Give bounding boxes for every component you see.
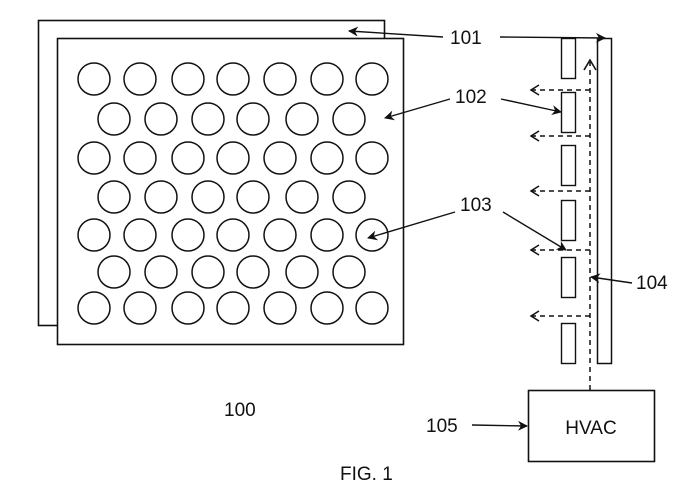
airflow-arrowhead <box>529 244 540 256</box>
callout-101: 101 <box>450 28 482 49</box>
circle-array <box>77 62 389 325</box>
hole-circle <box>191 180 225 214</box>
hole-circle <box>216 141 250 175</box>
vent-slot <box>560 322 577 365</box>
leader-103-right <box>502 211 567 251</box>
leader-105 <box>471 420 528 431</box>
leader-101-left <box>348 26 444 38</box>
system-label-100: 100 <box>224 400 256 421</box>
hvac-label: HVAC <box>565 418 616 439</box>
hole-circle <box>123 291 157 325</box>
hole-circle <box>263 291 297 325</box>
hole-circle <box>123 62 157 96</box>
hole-circle <box>97 102 131 136</box>
vent-slot <box>560 199 577 242</box>
vent-slot <box>560 256 577 299</box>
hole-circle <box>236 255 270 289</box>
airflow-arrows <box>529 84 590 322</box>
hole-circle <box>285 255 319 289</box>
leader-102-left <box>384 98 451 121</box>
hole-circle <box>263 141 297 175</box>
vent-slot <box>560 144 577 187</box>
hole-circle <box>332 255 366 289</box>
hole-circle <box>355 218 389 252</box>
hole-circle <box>310 291 344 325</box>
callout-103: 103 <box>460 195 492 216</box>
hole-circle <box>171 62 205 96</box>
hole-circle <box>285 102 319 136</box>
figure-caption: FIG. 1 <box>340 464 393 485</box>
hole-circle <box>236 102 270 136</box>
callout-104: 104 <box>636 273 668 294</box>
hole-circle <box>236 180 270 214</box>
hole-circle <box>77 291 111 325</box>
hole-circle <box>355 62 389 96</box>
leader-104 <box>590 273 633 284</box>
vent-slots <box>560 37 577 365</box>
hole-circle <box>263 62 297 96</box>
hole-circle <box>216 291 250 325</box>
hole-circle <box>77 218 111 252</box>
hole-circle <box>123 141 157 175</box>
hole-circle <box>144 255 178 289</box>
vent-slot <box>560 37 577 80</box>
hole-circle <box>77 62 111 96</box>
hole-circle <box>144 180 178 214</box>
airflow-arrowhead <box>529 130 540 142</box>
leader-102-right <box>500 98 562 115</box>
hole-circle <box>191 102 225 136</box>
airflow-arrowhead <box>529 84 540 96</box>
callout-105: 105 <box>426 416 458 437</box>
hole-circle <box>144 102 178 136</box>
hole-circle <box>355 141 389 175</box>
front-panel <box>56 37 405 346</box>
hole-circle <box>332 102 366 136</box>
hole-circle <box>171 141 205 175</box>
airflow-arrowhead <box>529 310 540 322</box>
vent-slot <box>560 91 577 134</box>
hole-circle <box>216 62 250 96</box>
hole-circle <box>310 141 344 175</box>
hole-circle <box>97 255 131 289</box>
airflow-arrowhead <box>529 185 540 197</box>
duct-wall <box>596 37 613 365</box>
leader-101-right <box>499 32 606 43</box>
airflow-up-arrowhead <box>583 58 597 71</box>
hole-circle <box>171 218 205 252</box>
hole-circle <box>171 291 205 325</box>
callout-102: 102 <box>455 87 487 108</box>
hole-circle <box>285 180 319 214</box>
hole-circle <box>216 218 250 252</box>
hole-circle <box>310 62 344 96</box>
leader-103-left <box>367 211 456 241</box>
hole-circle <box>77 141 111 175</box>
hole-circle <box>97 180 131 214</box>
hole-circle <box>310 218 344 252</box>
hvac-box <box>527 389 656 463</box>
hole-circle <box>355 291 389 325</box>
hole-circle <box>123 218 157 252</box>
hole-circle <box>263 218 297 252</box>
hole-circle <box>332 180 366 214</box>
hole-circle <box>191 255 225 289</box>
